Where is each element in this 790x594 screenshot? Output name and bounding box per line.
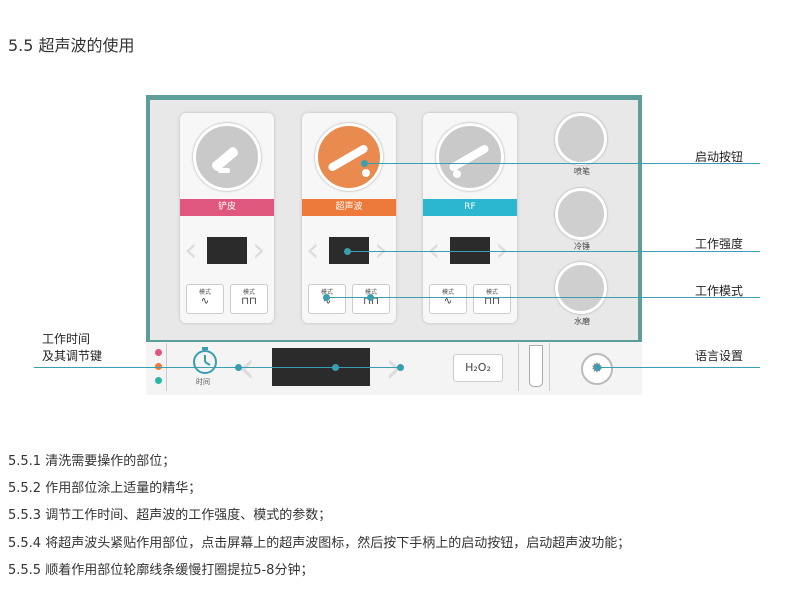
callout-dot bbox=[594, 364, 601, 371]
sine-wave-icon: ∿ bbox=[200, 296, 210, 307]
callout-dot bbox=[323, 294, 330, 301]
mode-button-wave[interactable]: 模式∿ bbox=[429, 284, 467, 314]
divider bbox=[518, 343, 519, 391]
callout-dot bbox=[344, 248, 351, 255]
callout-dot bbox=[361, 160, 368, 167]
panel-peeling[interactable]: 铲皮 ‹ › 模式∿ 模式⊓⊓ bbox=[180, 113, 274, 323]
section-heading: 5.5 超声波的使用 bbox=[8, 36, 135, 55]
h2o2-button[interactable]: H₂O₂ bbox=[453, 354, 503, 382]
callout-dot bbox=[397, 364, 404, 371]
chevron-right-icon[interactable]: › bbox=[374, 230, 388, 270]
timer-icon[interactable] bbox=[190, 346, 220, 376]
ultrasonic-handpiece-icon[interactable] bbox=[315, 123, 383, 191]
callout-line-language bbox=[597, 367, 760, 368]
callout-start-button: 启动按钮 bbox=[695, 150, 744, 164]
liquid-bottle-icon bbox=[529, 345, 543, 387]
mode-button-pulse[interactable]: 模式⊓⊓ bbox=[473, 284, 511, 314]
chevron-right-icon[interactable]: › bbox=[252, 230, 266, 270]
callout-language: 语言设置 bbox=[695, 349, 744, 363]
status-led-pink bbox=[155, 349, 162, 356]
chevron-left-icon[interactable]: ‹ bbox=[306, 230, 320, 270]
sine-wave-icon: ∿ bbox=[443, 296, 453, 307]
spray-pen-icon[interactable] bbox=[555, 113, 607, 165]
callout-mode: 工作模式 bbox=[695, 284, 744, 298]
chevron-right-icon[interactable]: › bbox=[495, 230, 509, 270]
mode-button-wave[interactable]: 模式∿ bbox=[186, 284, 224, 314]
step-3: 5.5.3 调节工作时间、超声波的工作强度、模式的参数； bbox=[8, 508, 332, 523]
step-5: 5.5.5 顺着作用部位轮廓线条缓慢打圈提拉5-8分钟； bbox=[8, 563, 314, 578]
side-label-spray: 喷笔 bbox=[574, 167, 590, 176]
chevron-left-icon[interactable]: ‹ bbox=[184, 230, 198, 270]
panel-rf[interactable]: RF ‹ › 模式∿ 模式⊓⊓ bbox=[423, 113, 517, 323]
callout-intensity: 工作强度 bbox=[695, 237, 744, 251]
callout-line-time bbox=[34, 367, 400, 368]
callout-dot bbox=[332, 364, 339, 371]
mode-button-wave[interactable]: 模式∿ bbox=[308, 284, 346, 314]
square-wave-icon: ⊓⊓ bbox=[363, 296, 379, 307]
mode-button-pulse[interactable]: 模式⊓⊓ bbox=[230, 284, 268, 314]
rf-handpiece-icon[interactable] bbox=[436, 123, 504, 191]
panel-label-rf: RF bbox=[423, 199, 517, 216]
status-led-orange bbox=[155, 363, 162, 370]
callout-time-line1: 工作时间 bbox=[42, 332, 91, 346]
square-wave-icon: ⊓⊓ bbox=[241, 296, 257, 307]
step-4: 5.5.4 将超声波头紧贴作用部位，点击屏幕上的超声波图标，然后按下手柄上的启动… bbox=[8, 536, 631, 551]
cold-hammer-icon[interactable] bbox=[555, 188, 607, 240]
panel-label-peeling: 铲皮 bbox=[180, 199, 274, 216]
callout-dot bbox=[367, 294, 374, 301]
divider bbox=[549, 343, 550, 391]
peeling-handpiece-icon[interactable] bbox=[193, 123, 261, 191]
intensity-display bbox=[207, 237, 247, 264]
panel-label-ultrasonic: 超声波 bbox=[302, 199, 396, 216]
intensity-display bbox=[450, 237, 490, 264]
status-led-green bbox=[155, 377, 162, 384]
callout-time-line2: 及其调节键 bbox=[42, 349, 103, 363]
water-dermabrasion-icon[interactable] bbox=[555, 262, 607, 314]
timer-label: 时间 bbox=[196, 378, 210, 386]
callout-line-intensity bbox=[347, 251, 760, 252]
callout-dot bbox=[235, 364, 242, 371]
side-label-cold: 冷锤 bbox=[574, 242, 590, 251]
step-2: 5.5.2 作用部位涂上适量的精华； bbox=[8, 481, 202, 496]
square-wave-icon: ⊓⊓ bbox=[484, 296, 500, 307]
chevron-left-icon[interactable]: ‹ bbox=[427, 230, 441, 270]
step-1: 5.5.1 清洗需要操作的部位； bbox=[8, 454, 176, 469]
sine-wave-icon: ∿ bbox=[322, 296, 332, 307]
callout-line-mode bbox=[326, 297, 760, 298]
callout-line-start bbox=[364, 163, 760, 164]
panel-ultrasonic[interactable]: 超声波 ‹ › 模式∿ 模式⊓⊓ bbox=[302, 113, 396, 323]
side-label-water: 水磨 bbox=[574, 317, 590, 326]
